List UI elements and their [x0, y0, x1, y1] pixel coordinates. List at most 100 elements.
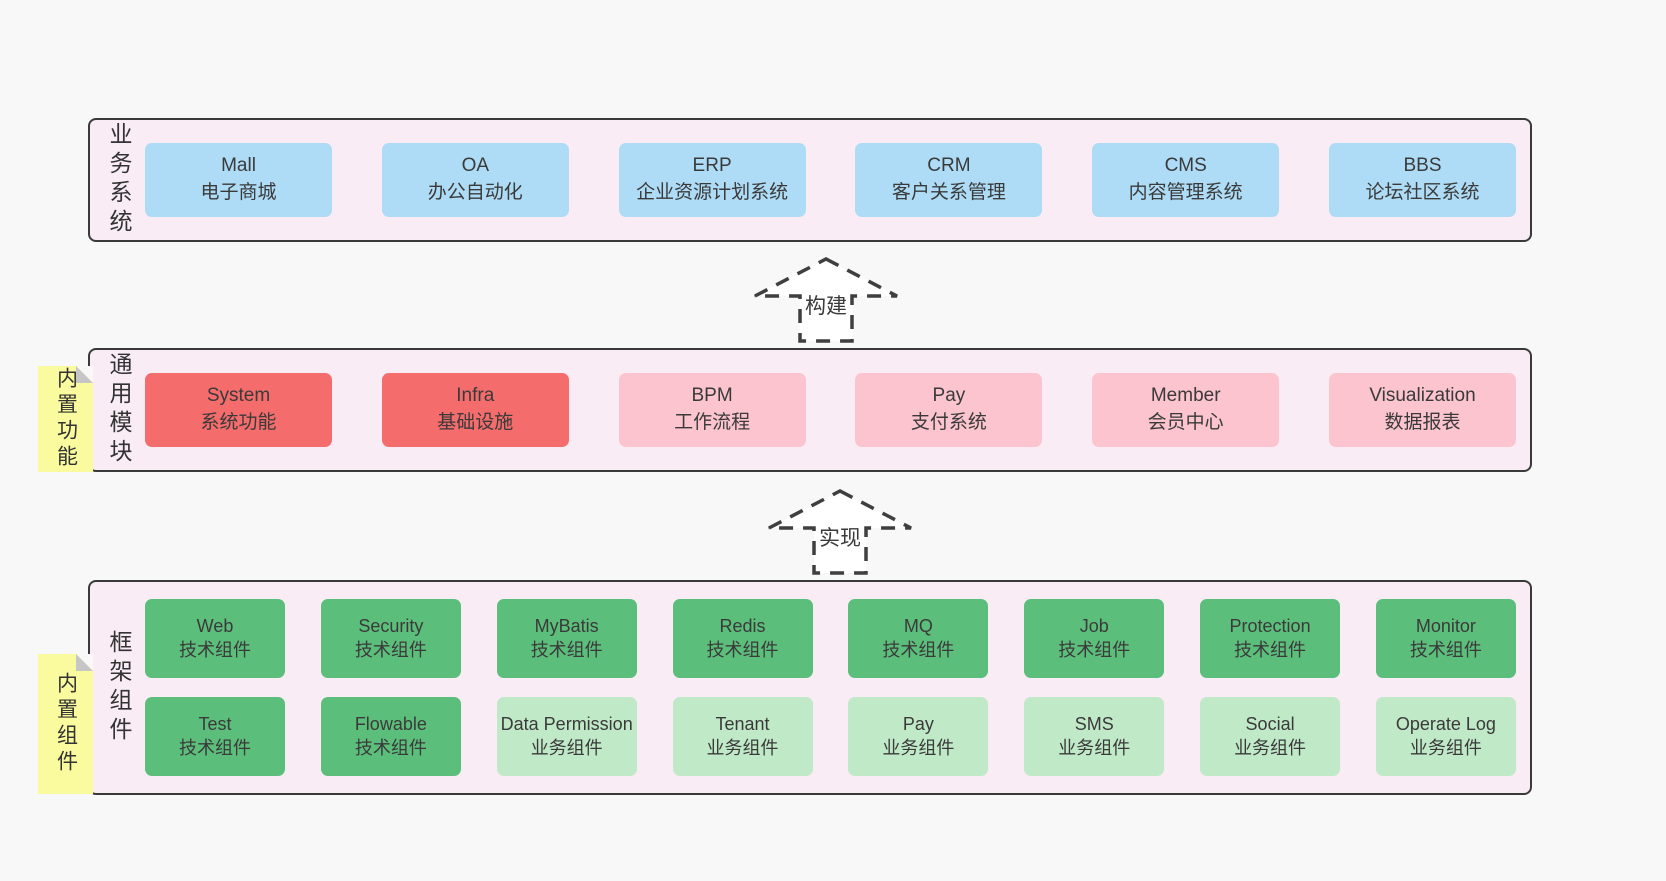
box-subtitle: 支付系统 [910, 412, 987, 433]
box-redis: Redis 技术组件 [672, 599, 813, 678]
box-title: Monitor [1415, 615, 1476, 636]
components-box-area: Web 技术组件 Security 技术组件 MyBatis 技术组件 Redi… [145, 582, 1516, 793]
box-monitor: Monitor 技术组件 [1375, 599, 1516, 678]
box-subtitle: 技术组件 [179, 737, 251, 758]
box-title: Tenant [715, 713, 770, 734]
box-pay-component: Pay 业务组件 [848, 697, 989, 776]
box-title: Social [1245, 713, 1295, 734]
box-title: Flowable [354, 713, 427, 734]
box-subtitle: 数据报表 [1384, 412, 1461, 433]
box-title: Visualization [1369, 385, 1476, 407]
components-box-row-2: Test 技术组件 Flowable 技术组件 Data Permission … [145, 697, 1516, 776]
box-social: Social 业务组件 [1200, 697, 1341, 776]
box-subtitle: 技术组件 [354, 639, 427, 660]
modules-box-area: System 系统功能 Infra 基础设施 BPM 工作流程 Pay 支付系统… [145, 350, 1516, 470]
box-sms: SMS 业务组件 [1024, 697, 1165, 776]
box-title: Web [196, 615, 234, 636]
arrow-implement: 实现 [768, 489, 912, 575]
box-subtitle: 业务组件 [882, 737, 955, 758]
box-title: BBS [1403, 155, 1442, 177]
box-subtitle: 技术组件 [1234, 639, 1307, 660]
box-title: CRM [927, 155, 971, 177]
box-title: MyBatis [534, 615, 599, 636]
box-visualization: Visualization 数据报表 [1328, 373, 1516, 447]
box-subtitle: 电子商城 [200, 182, 277, 203]
layer-framework-components: 框架组件 Web 技术组件 Security 技术组件 MyBatis 技术组件… [88, 580, 1532, 795]
layer-label-framework-components: 框架组件 [100, 582, 138, 793]
box-bbs: BBS 论坛社区系统 [1328, 143, 1516, 217]
box-subtitle: 技术组件 [1409, 639, 1482, 660]
box-erp: ERP 企业资源计划系统 [618, 143, 806, 217]
box-title: Infra [456, 385, 495, 407]
arrow-label: 实现 [819, 527, 861, 550]
box-subtitle: 业务组件 [1409, 737, 1482, 758]
note-text: 内置功能 [54, 367, 78, 471]
box-web: Web 技术组件 [145, 599, 285, 678]
box-title: OA [461, 155, 490, 177]
box-subtitle: 企业资源计划系统 [636, 182, 789, 203]
note-text: 内置组件 [54, 672, 78, 776]
box-subtitle: 技术组件 [1058, 639, 1131, 660]
box-subtitle: 客户关系管理 [891, 182, 1006, 203]
box-title: Pay [902, 713, 934, 734]
box-title: Pay [932, 385, 966, 407]
business-box-area: Mall 电子商城 OA 办公自动化 ERP 企业资源计划系统 CRM 客户关系… [145, 120, 1516, 240]
layer-business-systems: 业务系统 Mall 电子商城 OA 办公自动化 ERP 企业资源计划系统 CRM [88, 118, 1532, 242]
box-title: Mall [221, 155, 256, 177]
box-title: Job [1079, 615, 1109, 636]
box-title: MQ [903, 615, 933, 636]
note-built-in-features: 内置功能 [38, 366, 93, 472]
up-arrow-icon [754, 257, 898, 343]
box-subtitle: 技术组件 [530, 639, 603, 660]
box-subtitle: 办公自动化 [427, 182, 523, 203]
box-member: Member 会员中心 [1092, 373, 1280, 447]
layer-label-business-systems: 业务系统 [100, 120, 138, 240]
box-protection: Protection 技术组件 [1200, 599, 1341, 678]
modules-box-row: System 系统功能 Infra 基础设施 BPM 工作流程 Pay 支付系统… [145, 373, 1516, 447]
box-flowable: Flowable 技术组件 [320, 697, 461, 776]
box-subtitle: 业务组件 [706, 737, 779, 758]
box-title: Protection [1229, 615, 1311, 636]
box-mq: MQ 技术组件 [848, 599, 989, 678]
box-subtitle: 技术组件 [882, 639, 955, 660]
box-subtitle: 工作流程 [674, 412, 751, 433]
box-mall: Mall 电子商城 [145, 143, 332, 217]
box-title: ERP [692, 155, 732, 177]
arrow-label: 构建 [805, 295, 847, 318]
business-box-row: Mall 电子商城 OA 办公自动化 ERP 企业资源计划系统 CRM 客户关系… [145, 143, 1516, 217]
box-title: BPM [691, 385, 733, 407]
note-built-in-components: 内置组件 [38, 654, 93, 794]
box-subtitle: 业务组件 [1058, 737, 1131, 758]
box-subtitle: 内容管理系统 [1128, 182, 1243, 203]
box-title: Security [358, 615, 424, 636]
layer-label-text: 框架组件 [106, 629, 132, 746]
components-box-row-1: Web 技术组件 Security 技术组件 MyBatis 技术组件 Redi… [145, 599, 1516, 678]
box-title: Operate Log [1395, 713, 1496, 734]
box-title: Redis [719, 615, 766, 636]
box-job: Job 技术组件 [1024, 599, 1165, 678]
box-subtitle: 业务组件 [530, 737, 603, 758]
box-title: Test [198, 713, 232, 734]
box-subtitle: 会员中心 [1147, 412, 1224, 433]
box-mybatis: MyBatis 技术组件 [496, 599, 637, 678]
box-system: System 系统功能 [145, 373, 332, 447]
up-arrow-icon [768, 489, 912, 575]
box-subtitle: 技术组件 [179, 639, 251, 660]
box-crm: CRM 客户关系管理 [855, 143, 1043, 217]
box-cms: CMS 内容管理系统 [1092, 143, 1280, 217]
box-title: Member [1150, 385, 1221, 407]
arrow-build: 构建 [754, 257, 898, 343]
box-oa: OA 办公自动化 [381, 143, 569, 217]
box-title: Data Permission [500, 713, 633, 734]
layer-label-common-modules: 通用模块 [100, 350, 138, 470]
box-tenant: Tenant 业务组件 [672, 697, 813, 776]
box-bpm: BPM 工作流程 [618, 373, 806, 447]
layer-common-modules: 通用模块 System 系统功能 Infra 基础设施 BPM 工作流程 Pay [88, 348, 1532, 472]
box-infra: Infra 基础设施 [381, 373, 569, 447]
box-subtitle: 基础设施 [437, 412, 514, 433]
layer-label-text: 业务系统 [106, 122, 132, 238]
box-title: System [206, 385, 271, 407]
box-subtitle: 技术组件 [354, 737, 427, 758]
box-subtitle: 技术组件 [706, 639, 779, 660]
